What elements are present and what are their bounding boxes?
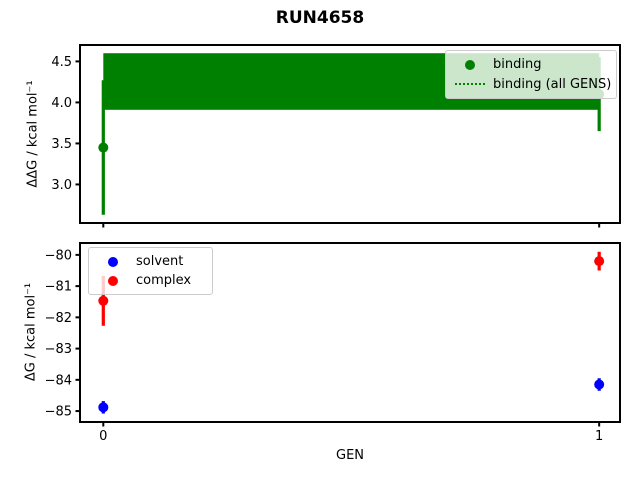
binding-dot-icon <box>465 59 475 70</box>
x-tick-label: 1 <box>595 429 603 444</box>
legend-entry-complex: complex <box>96 271 205 290</box>
x-tick-label: 0 <box>99 429 107 444</box>
binding-point <box>98 142 109 153</box>
legend-marker-cell <box>96 256 130 267</box>
top-y-axis-label: ΔΔG / kcal mol⁻¹ <box>25 80 41 188</box>
legend-entry-solvent: solvent <box>96 252 205 271</box>
bottom-legend: solvent complex <box>88 247 213 295</box>
y-tick-label: −80 <box>45 248 72 263</box>
legend-entry-binding-all-gens: binding (all GENS) <box>453 75 612 95</box>
axes-frame <box>79 242 621 423</box>
top-legend: binding binding (all GENS) <box>445 50 617 99</box>
x-axis-label: GEN <box>335 448 365 463</box>
y-tick-label: 4.5 <box>51 55 72 70</box>
subplot-dg: −80 −81 −82 −83 −84 −85 0 1 <box>45 242 621 444</box>
y-tick-label: 3.5 <box>51 137 72 152</box>
figure-title: RUN4658 <box>275 8 365 28</box>
y-tick-label: −82 <box>45 311 72 326</box>
legend-marker-cell <box>453 59 487 70</box>
complex-dot-icon <box>108 275 118 286</box>
y-tick-label: 3.0 <box>51 178 72 193</box>
solvent-point <box>98 402 109 413</box>
y-tick-label: −84 <box>45 373 72 388</box>
complex-point <box>98 295 109 306</box>
y-tick-label: −85 <box>45 405 72 420</box>
solvent-dot-icon <box>108 256 118 267</box>
legend-label-solvent: solvent <box>136 254 184 269</box>
legend-label-complex: complex <box>136 273 192 288</box>
solvent-point <box>594 379 605 390</box>
bottom-y-axis-label: ΔG / kcal mol⁻¹ <box>23 282 39 382</box>
legend-label-binding-all-gens: binding (all GENS) <box>493 76 612 92</box>
y-tick-label: −81 <box>45 280 72 295</box>
complex-point <box>594 256 605 267</box>
legend-entry-binding: binding <box>453 55 609 75</box>
legend-marker-cell <box>96 275 130 286</box>
axes-frame <box>79 44 621 224</box>
y-tick-label: −83 <box>45 342 72 357</box>
legend-label-binding: binding <box>493 57 542 73</box>
legend-marker-cell <box>453 83 487 86</box>
y-tick-label: 4.0 <box>51 96 72 111</box>
dotted-line-icon <box>455 83 485 86</box>
